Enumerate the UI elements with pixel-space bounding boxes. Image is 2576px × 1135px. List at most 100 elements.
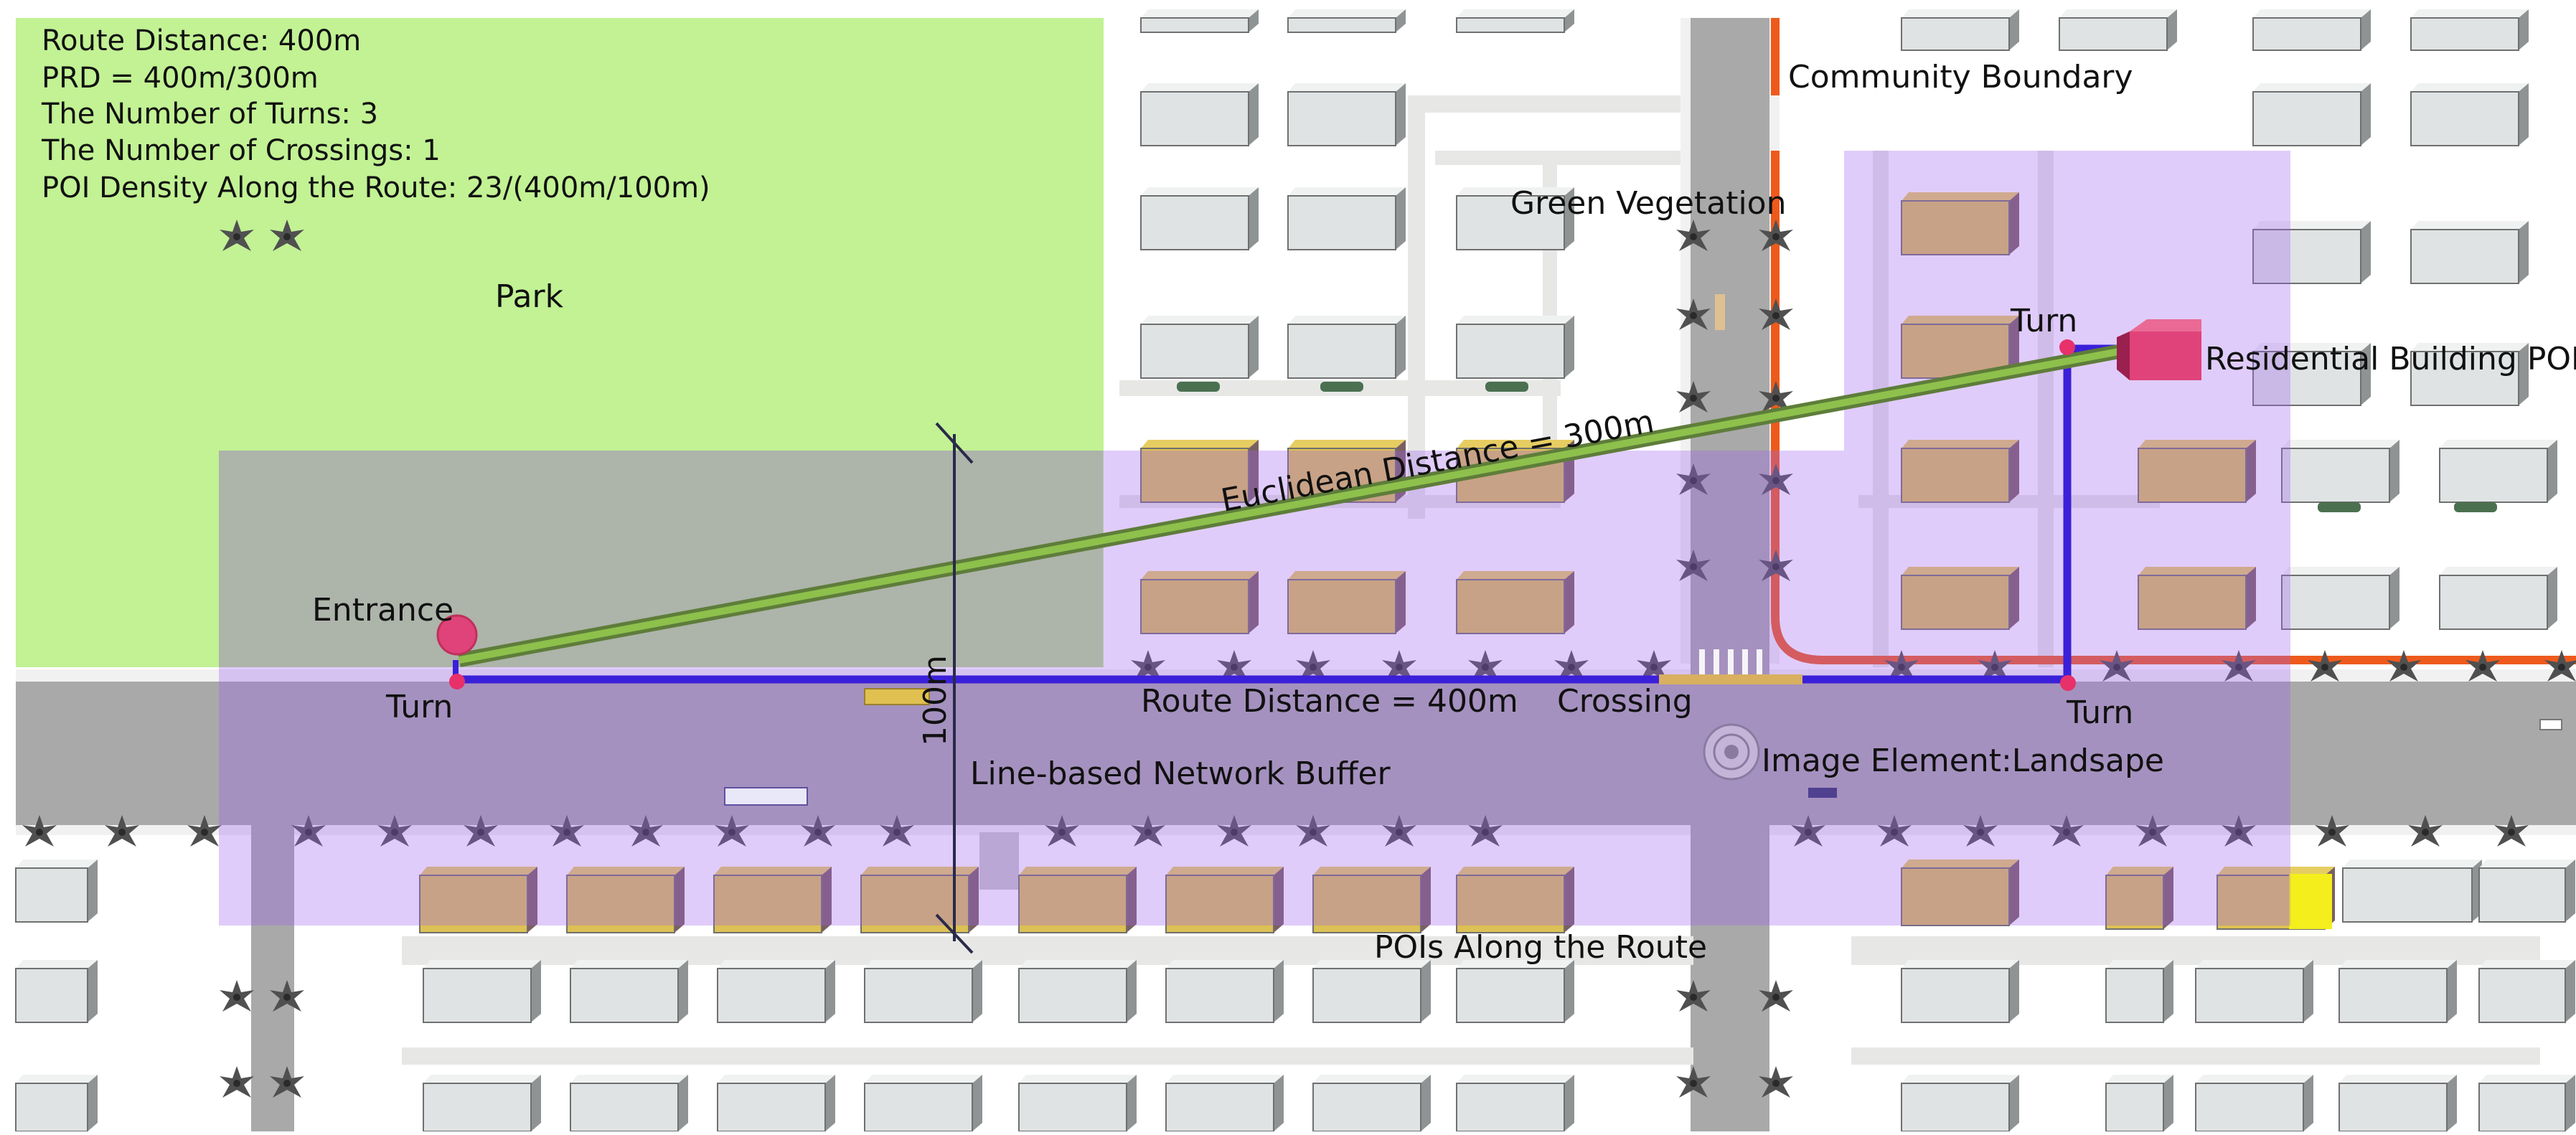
- turn-marker-left: [449, 674, 465, 689]
- building: [1456, 960, 1574, 1023]
- label-turn-top: Turn: [2010, 303, 2077, 339]
- building: [1287, 83, 1406, 146]
- building: [2338, 960, 2457, 1023]
- building: [15, 1075, 98, 1132]
- building-highlight: [2289, 874, 2332, 929]
- building: [1901, 567, 2019, 630]
- building: [1018, 1075, 1137, 1132]
- building: [570, 1075, 688, 1132]
- building: [423, 1075, 541, 1132]
- building: [1165, 1075, 1284, 1132]
- building: [423, 960, 541, 1023]
- building: [2195, 960, 2313, 1023]
- building: [1140, 9, 1259, 33]
- building: [419, 867, 537, 933]
- residential-poi: [2117, 319, 2201, 380]
- label-100m: 100m: [917, 655, 954, 746]
- building: [566, 867, 685, 933]
- building: [1456, 867, 1574, 933]
- building: [2410, 9, 2529, 51]
- building: [2105, 1075, 2173, 1132]
- label-network-buffer: Line-based Network Buffer: [970, 755, 1391, 792]
- building: [1456, 9, 1574, 33]
- building: [1018, 960, 1137, 1023]
- shrubs: [1177, 382, 2497, 512]
- building: [2439, 567, 2557, 630]
- label-turn-right: Turn: [2066, 694, 2133, 731]
- label-green-vegetation: Green Vegetation: [1510, 185, 1786, 222]
- building: [2252, 343, 2371, 406]
- vehicles: [724, 294, 2562, 806]
- turn-marker-top: [2059, 339, 2075, 355]
- building: [1456, 571, 1574, 634]
- info-poi-density: POI Density Along the Route: 23/(400m/10…: [42, 171, 710, 204]
- building: [2410, 221, 2529, 284]
- building: [2252, 9, 2371, 51]
- building: [713, 867, 832, 933]
- main-road-horizontal: [16, 682, 2576, 825]
- building: [1456, 1075, 1574, 1132]
- building: [864, 960, 982, 1023]
- building: [2410, 83, 2529, 146]
- building: [1312, 960, 1431, 1023]
- building: [1901, 9, 2019, 51]
- info-route-distance: Route Distance: 400m: [42, 24, 361, 57]
- turn-marker-right: [2060, 675, 2076, 691]
- label-residential-poi: Residential Building POI: [2205, 341, 2576, 377]
- building: [2138, 567, 2256, 630]
- building: [1018, 867, 1137, 933]
- building: [2410, 343, 2529, 406]
- scale-bar-100m: [935, 422, 974, 954]
- building: [1287, 571, 1406, 634]
- info-turns: The Number of Turns: 3: [41, 98, 378, 131]
- building: [2105, 960, 2173, 1023]
- building: [1165, 867, 1284, 933]
- building: [1312, 1075, 1431, 1132]
- label-turn-left: Turn: [385, 689, 453, 725]
- building: [2342, 860, 2482, 923]
- building: [2252, 83, 2371, 146]
- entrance-poi: [436, 614, 478, 656]
- building: [2195, 1075, 2313, 1132]
- buildings-poi: [419, 192, 2335, 933]
- building: [1901, 192, 2019, 255]
- building: [1456, 187, 1574, 250]
- buildings-grey: [15, 9, 2575, 1132]
- building: [2478, 1075, 2575, 1132]
- info-prd: PRD = 400m/300m: [42, 62, 319, 95]
- label-entrance: Entrance: [312, 592, 453, 628]
- building: [2105, 867, 2173, 930]
- label-crossing: Crossing: [1557, 683, 1693, 720]
- label-pois-along-route: POIs Along the Route: [1374, 929, 1707, 966]
- building: [1901, 1075, 2019, 1132]
- building: [1140, 83, 1259, 146]
- label-community-boundary: Community Boundary: [1788, 59, 2133, 95]
- euclidean-line: [458, 341, 2140, 667]
- building: [570, 960, 688, 1023]
- building: [717, 1075, 835, 1132]
- building: [2478, 960, 2575, 1023]
- community-boundary: [1771, 18, 2576, 664]
- route-path: [453, 344, 2135, 684]
- label-landscape: Image Element:Landsape: [1762, 743, 2164, 779]
- info-crossings: The Number of Crossings: 1: [41, 134, 441, 167]
- building: [2281, 440, 2399, 503]
- building: [2338, 1075, 2457, 1132]
- crossing: [1659, 649, 1802, 684]
- building: [15, 860, 98, 923]
- building: [1140, 571, 1259, 634]
- building: [1901, 960, 2019, 1023]
- building: [2478, 860, 2575, 923]
- building: [1287, 9, 1406, 33]
- building: [1287, 187, 1406, 250]
- label-park: Park: [495, 278, 564, 315]
- building: [717, 960, 835, 1023]
- building: [1901, 440, 2019, 503]
- building: [1901, 860, 2019, 926]
- building: [2439, 440, 2557, 503]
- park-area: [16, 18, 1104, 667]
- info-panel: Route Distance: 400m PRD = 400m/300m The…: [41, 24, 710, 204]
- label-route-distance: Route Distance = 400m: [1141, 683, 1518, 720]
- building: [860, 867, 979, 933]
